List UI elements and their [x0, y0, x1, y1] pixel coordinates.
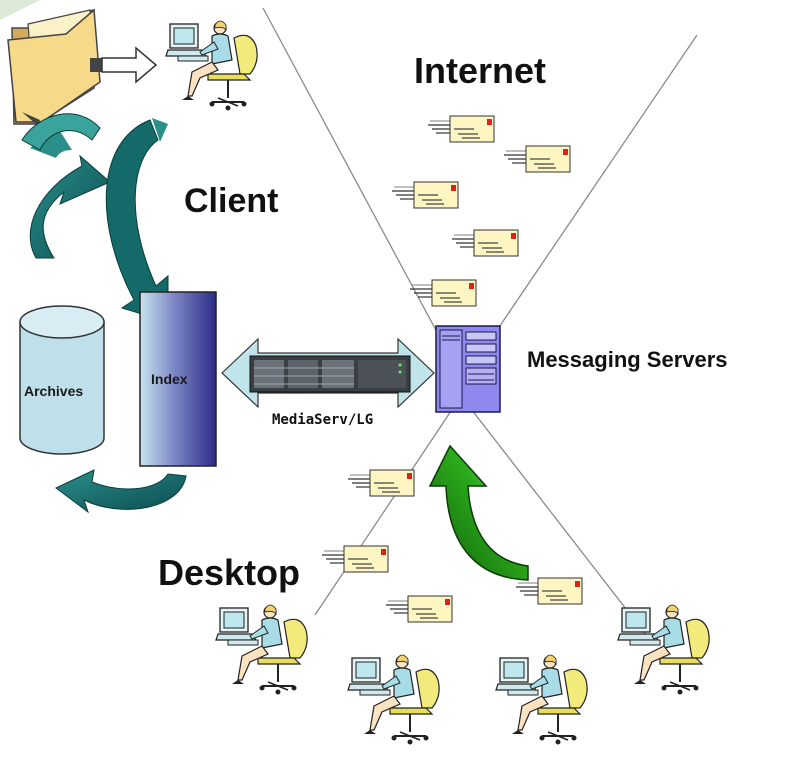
envelope-icon: [347, 469, 415, 497]
desktop-user-icon: [215, 604, 309, 696]
desktop-user-icon: [495, 654, 589, 746]
network-lines: [262, 7, 698, 641]
desktop-label: Desktop: [158, 552, 301, 593]
media-server-label: MediaServ/LG: [272, 412, 374, 428]
upload-arrow-icon: [428, 444, 529, 581]
desktop-user-icon: [617, 604, 711, 696]
client-user-icon: [165, 20, 259, 112]
index-label: Index: [151, 371, 188, 387]
index-store-icon: [139, 291, 217, 467]
messaging-servers-label: Messaging Servers: [527, 347, 728, 372]
envelope-icon: [385, 595, 453, 623]
envelope-icon: [391, 181, 459, 209]
envelope-icon: [503, 145, 571, 173]
messaging-server-icon: [435, 325, 501, 413]
corner-decoration: [0, 0, 40, 20]
archives-database-icon: [19, 305, 105, 455]
client-label: Client: [184, 182, 279, 220]
internet-label: Internet: [414, 50, 547, 91]
desktop-user-icon: [347, 654, 441, 746]
folder-icon: [7, 8, 101, 126]
archives-label: Archives: [24, 383, 84, 399]
envelope-icon: [515, 577, 583, 605]
envelope-icon: [409, 279, 477, 307]
envelope-icon: [427, 115, 495, 143]
archive-cycle-arrows: [21, 113, 187, 514]
envelope-icon: [321, 545, 389, 573]
envelope-icon: [451, 229, 519, 257]
transfer-arrow-icon: [90, 46, 158, 84]
media-server-icon: [249, 355, 411, 393]
